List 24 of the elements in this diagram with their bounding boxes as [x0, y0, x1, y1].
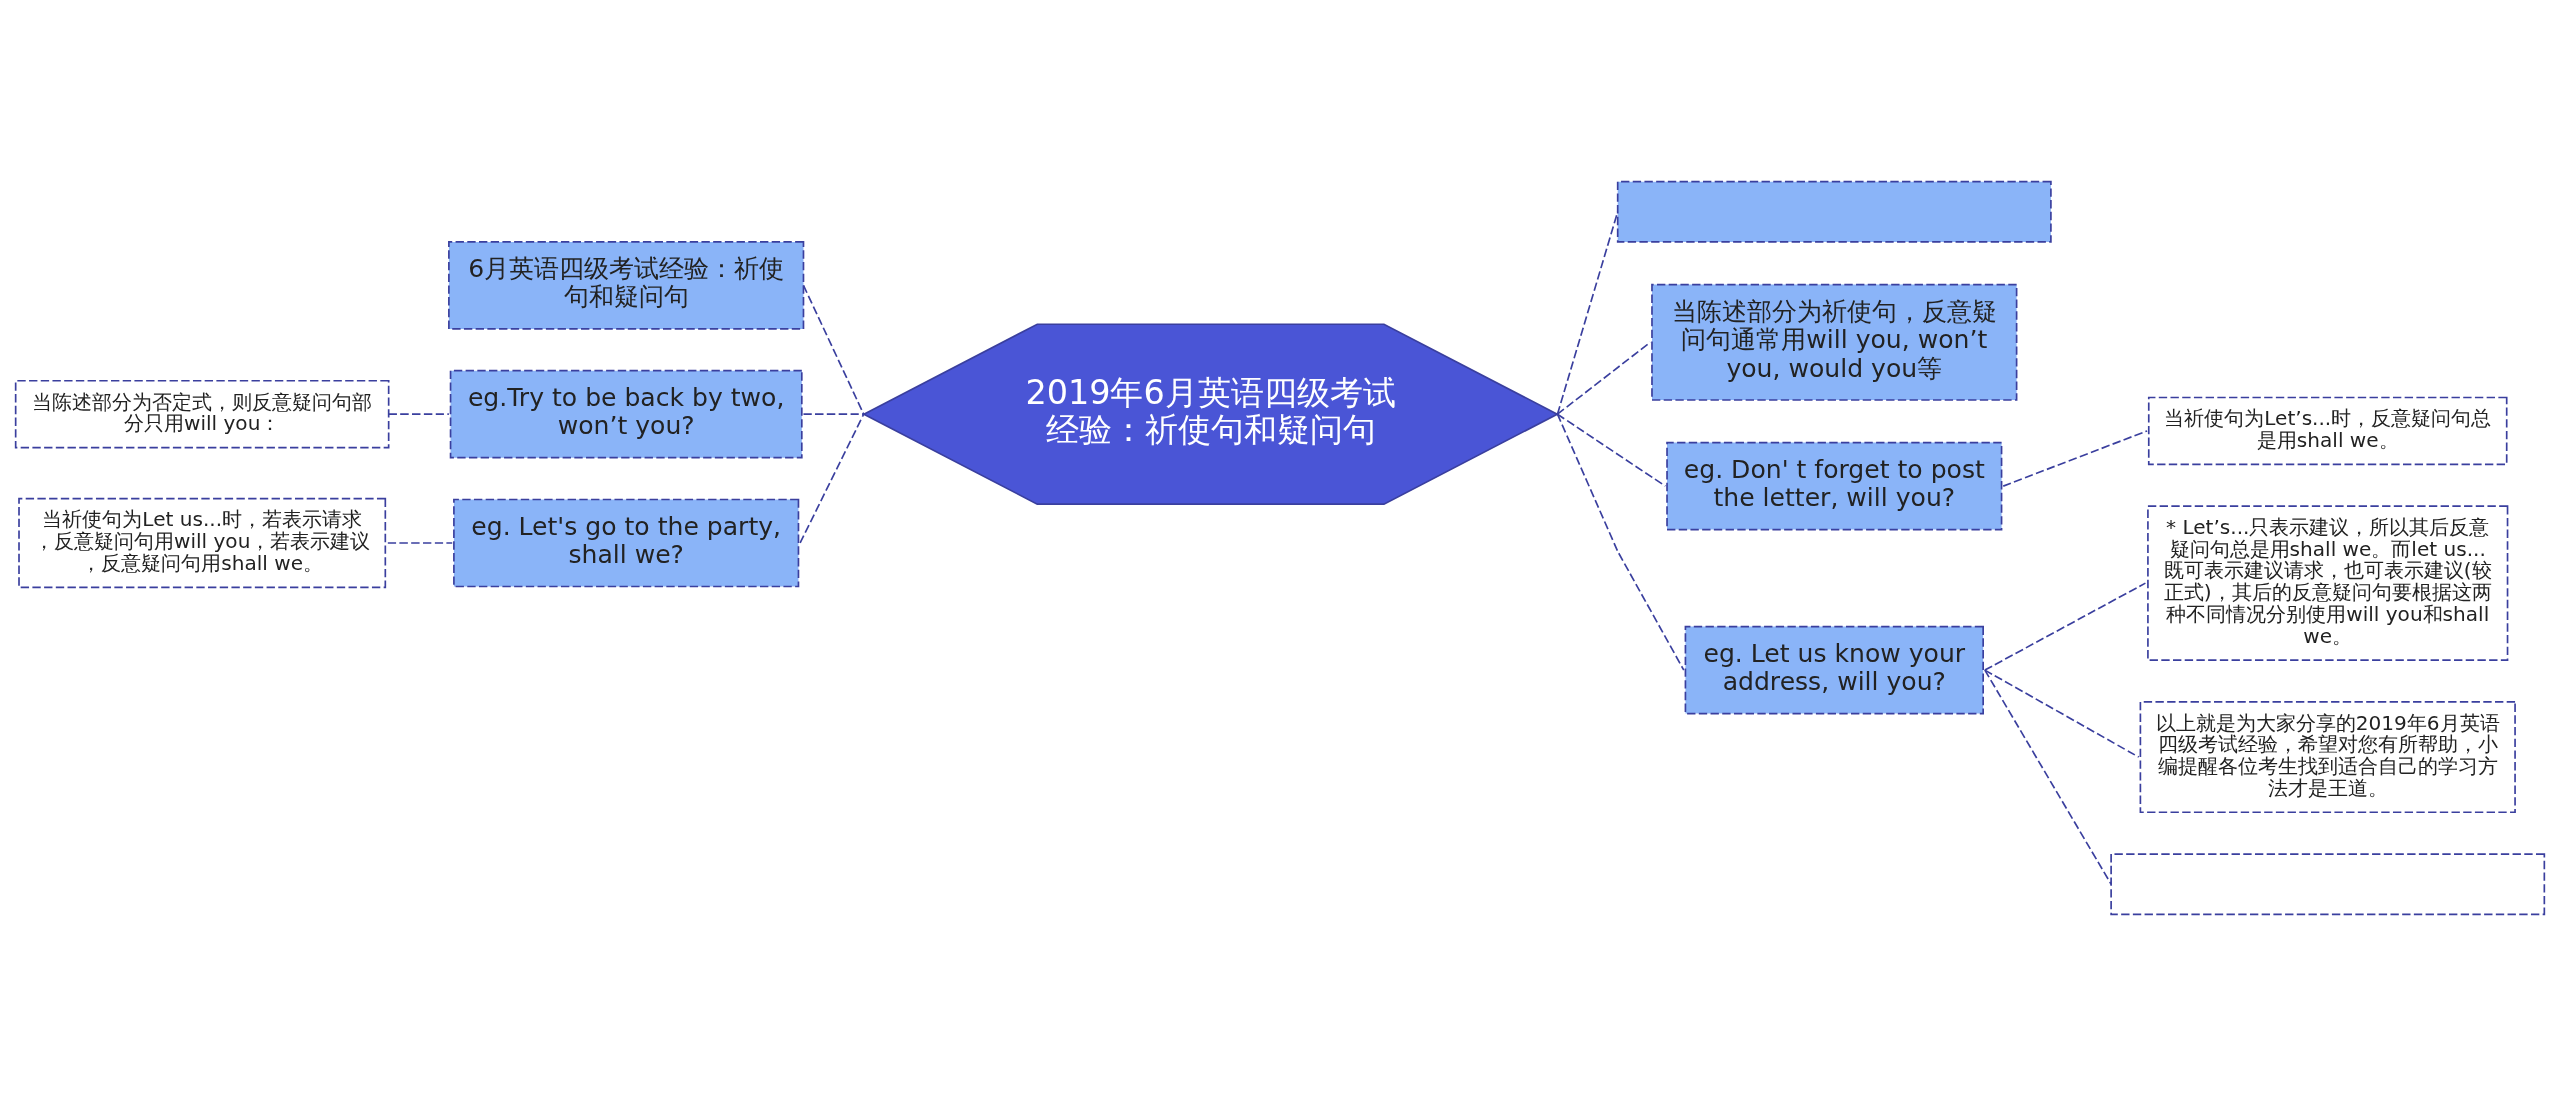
connector — [802, 284, 865, 415]
node-box — [2110, 852, 2546, 915]
connector — [1984, 668, 2140, 758]
node-box: eg.Try to be back by two, won’t you? — [449, 369, 803, 458]
connector — [1984, 668, 2112, 885]
node-box: 当陈述部分为祈使句，反意疑问句通常用will you, won’t you, would you等 — [1651, 283, 2018, 401]
node-box: eg. Let us know your address, will you? — [1684, 625, 1984, 714]
connector — [1556, 412, 1685, 671]
connector — [799, 412, 865, 544]
connector — [1984, 581, 2147, 671]
node-box: 当祈使句为Let’s...时，反意疑问句总是用shall we。 — [2147, 396, 2508, 465]
node-box: 当祈使句为Let us...时，若表示请求，反意疑问句用will you，若表示建议，反意疑问句用shall we。 — [18, 497, 387, 588]
node-box: 当陈述部分为否定式，则反意疑问句部分只用will you： — [14, 379, 390, 448]
node-box: eg. Don' t forget to post the letter, will you? — [1666, 441, 2003, 530]
node-box: * Let’s...只表示建议，所以其后反意疑问句总是用shall we。而let us...既可表示建议请求，也可表示建议(较正式)，其后的反意疑问句要根据这两种不同情况分别使用will you和shall we。 — [2147, 504, 2509, 661]
connector — [387, 541, 454, 544]
node-box: 以上就是为大家分享的2019年6月英语四级考试经验，希望对您有所帮助，小编提醒各位考生找到适合自己的学习方法才是王道。 — [2139, 700, 2516, 813]
connector — [2002, 429, 2148, 487]
connector — [387, 412, 450, 415]
connector — [802, 412, 865, 415]
connector — [1556, 412, 1667, 487]
node-box: eg. Let's go to the party, shall we? — [453, 498, 800, 587]
node-box: 6月英语四级考试经验：祈使句和疑问句 — [448, 240, 805, 330]
node-box — [1616, 180, 2052, 243]
